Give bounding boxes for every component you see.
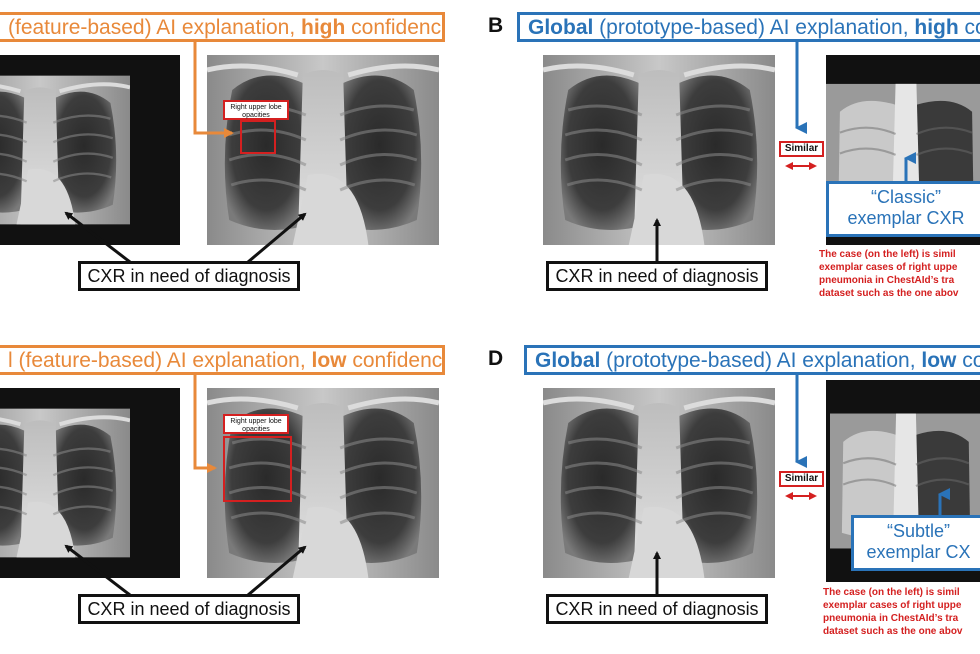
- panel-c-roi-label: Right upper lobe opacities: [223, 414, 289, 434]
- panel-d-cxr-label: CXR in need of diagnosis: [546, 594, 768, 624]
- panel-b-letter: B: [488, 14, 504, 37]
- panel-b-cxr-label: CXR in need of diagnosis: [546, 261, 768, 291]
- panel-c-xray-left: [0, 388, 180, 578]
- panel-b-note-line: The case (on the left) is simil: [819, 249, 956, 260]
- panel-a-title-suffix: confidence: [345, 16, 445, 39]
- panel-a-roi-label: Right upper lobe opacities: [223, 100, 289, 120]
- panel-a-roi-box: [240, 120, 276, 154]
- panel-d-title-bold1: Global: [535, 349, 601, 372]
- panel-b-similar-label: Similar: [779, 141, 824, 157]
- panel-b-title-suffix: co: [964, 16, 980, 39]
- panel-b-title-bold2: high: [914, 16, 959, 39]
- panel-c-title-suffix: confidence: [346, 349, 445, 372]
- panel-b-note-line: dataset such as the one abov: [819, 288, 959, 299]
- panel-b-exemplar-line2: exemplar CXR: [847, 208, 965, 228]
- panel-d-similar-label: Similar: [779, 471, 824, 487]
- panel-b-title-bold1: Global: [528, 16, 594, 39]
- panel-d-note: The case (on the left) is simil exemplar…: [823, 586, 980, 638]
- panel-d-note-line: dataset such as the one abov: [823, 626, 963, 637]
- panel-d-exemplar-line1: “Subtle”: [886, 521, 951, 541]
- panel-a-title-prefix: (feature-based) AI explanation,: [8, 16, 302, 39]
- panel-a-xray-left: [0, 55, 180, 245]
- panel-b-exemplar-line1: “Classic”: [871, 187, 941, 207]
- panel-b-title-mid: (prototype-based) AI explanation,: [593, 16, 915, 39]
- panel-d-note-line: pneumonia in ChestAId’s tra: [823, 613, 959, 624]
- panel-d-note-line: exemplar cases of right uppe: [823, 600, 962, 611]
- panel-b-xray-query: [543, 55, 775, 245]
- panel-a-xray-right: [207, 55, 439, 245]
- panel-d-title-suffix: con: [962, 349, 980, 372]
- panel-d-title-mid: (prototype-based) AI explanation,: [600, 349, 922, 372]
- panel-b-note: The case (on the left) is simil exemplar…: [819, 248, 980, 300]
- panel-a-title-bold: high: [301, 16, 346, 39]
- panel-c-title-prefix: l (feature-based) AI explanation,: [8, 349, 312, 372]
- panel-b-note-line: exemplar cases of right uppe: [819, 262, 958, 273]
- panel-c-cxr-label: CXR in need of diagnosis: [78, 594, 300, 624]
- panel-d-letter: D: [488, 347, 504, 370]
- panel-b-note-line: pneumonia in ChestAId’s tra: [819, 275, 955, 286]
- panel-d-xray-query: [543, 388, 775, 578]
- panel-b-exemplar-label: “Classic” exemplar CXR: [826, 181, 980, 237]
- panel-d-exemplar-label: “Subtle” exemplar CX: [851, 515, 980, 571]
- panel-b-title: Global (prototype-based) AI explanation,…: [517, 12, 980, 42]
- panel-c-title: l (feature-based) AI explanation, low co…: [0, 345, 445, 375]
- panel-c-roi-box: [223, 436, 292, 502]
- panel-d-note-line: The case (on the left) is simil: [823, 587, 960, 598]
- panel-c-title-bold: low: [311, 349, 347, 372]
- panel-a-cxr-label: CXR in need of diagnosis: [78, 261, 300, 291]
- panel-a-title: (feature-based) AI explanation, high con…: [0, 12, 445, 42]
- panel-d-title: Global (prototype-based) AI explanation,…: [524, 345, 980, 375]
- panel-d-exemplar-line2: exemplar CX: [866, 542, 971, 562]
- panel-d-title-bold2: low: [921, 349, 957, 372]
